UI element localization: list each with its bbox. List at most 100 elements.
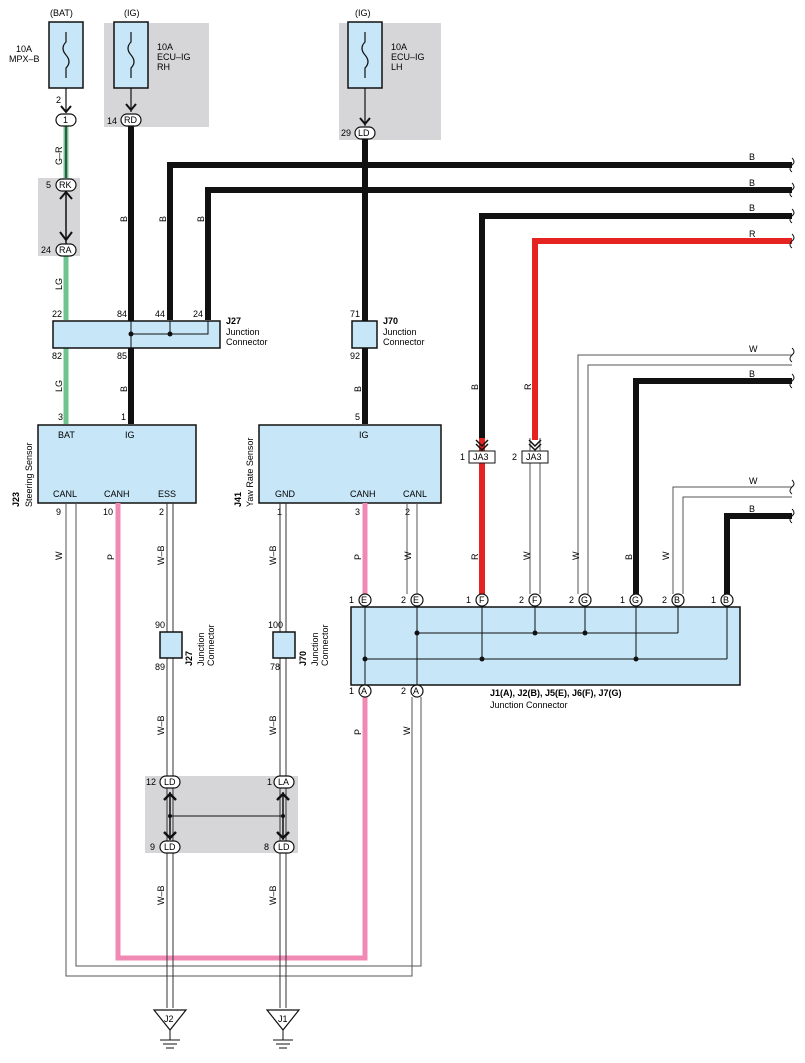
svg-text:E: E (361, 595, 367, 605)
svg-text:Connector: Connector (226, 337, 268, 347)
svg-text:P: P (106, 554, 116, 560)
svg-text:1: 1 (267, 777, 272, 787)
svg-text:B: B (749, 178, 755, 188)
svg-text:B: B (624, 554, 634, 560)
junction-connector-j1-j7: J1(A), J2(B), J5(E), J6(F), J7(G) Juncti… (350, 606, 741, 710)
svg-text:Connector: Connector (383, 337, 425, 347)
svg-text:LD: LD (358, 128, 370, 138)
svg-text:8: 8 (264, 842, 269, 852)
svg-text:W–B: W–B (156, 545, 166, 565)
svg-text:B: B (119, 386, 129, 392)
svg-text:J23: J23 (11, 492, 21, 507)
svg-text:B: B (749, 369, 755, 379)
svg-text:P: P (353, 554, 363, 560)
svg-text:CANH: CANH (104, 489, 130, 499)
svg-text:24: 24 (193, 309, 203, 319)
svg-text:3: 3 (355, 507, 360, 517)
connector-bat-1: 1 (55, 113, 77, 127)
svg-text:2: 2 (401, 595, 406, 605)
svg-text:29: 29 (341, 128, 351, 138)
svg-text:9: 9 (150, 842, 155, 852)
svg-text:J27: J27 (226, 316, 241, 326)
wire-b-b (724, 513, 792, 594)
svg-text:B: B (353, 386, 363, 392)
svg-text:9: 9 (56, 507, 61, 517)
fuse-rating: 10A (16, 44, 32, 54)
svg-text:RD: RD (124, 115, 137, 125)
svg-text:J1(A), J2(B), J5(E), J6(F), J7: J1(A), J2(B), J5(E), J6(F), J7(G) (490, 688, 622, 698)
svg-text:W–B: W–B (268, 545, 278, 565)
svg-text:W–B: W–B (156, 715, 166, 735)
junction-connector-j70-top: 71 92 J70 Junction Connector (350, 309, 425, 361)
svg-text:A: A (361, 686, 367, 696)
svg-text:IG: IG (125, 430, 135, 440)
fuse-name: ECU–IG (157, 52, 191, 62)
svg-text:W: W (403, 551, 413, 560)
svg-text:Yaw Rate Sensor: Yaw Rate Sensor (245, 438, 255, 507)
svg-text:12: 12 (146, 777, 156, 787)
connector-ja3-1: JA3 1 (460, 439, 496, 464)
svg-text:2: 2 (405, 507, 410, 517)
svg-text:JA3: JA3 (526, 452, 542, 462)
svg-text:LA: LA (278, 777, 289, 787)
fuse-rating: 10A (157, 42, 173, 52)
svg-text:90: 90 (155, 620, 165, 630)
svg-text:1: 1 (466, 595, 471, 605)
wire-b-24 (205, 187, 792, 320)
svg-text:J1: J1 (278, 1014, 288, 1024)
svg-text:W–B: W–B (268, 715, 278, 735)
j-box-bottom-pins: 1 A 2 A (349, 684, 424, 698)
svg-text:Junction: Junction (196, 632, 206, 666)
svg-text:G: G (632, 595, 639, 605)
svg-text:CANL: CANL (403, 489, 427, 499)
connector-rd: 14 RD (107, 113, 142, 127)
ground-splice: 12 LD 1 LA 9 LD 8 LD (146, 775, 295, 854)
fuse-name: MPX–B (9, 54, 40, 64)
svg-text:R: R (523, 383, 533, 390)
rk-ra-shade (38, 178, 80, 256)
svg-text:1: 1 (63, 115, 68, 125)
svg-text:89: 89 (155, 662, 165, 672)
fuse-name: ECU–IG (391, 52, 425, 62)
svg-text:85: 85 (117, 351, 127, 361)
svg-text:W: W (522, 551, 532, 560)
svg-text:Connector: Connector (320, 624, 330, 666)
svg-text:F: F (479, 595, 485, 605)
svg-text:5: 5 (46, 180, 51, 190)
svg-text:W: W (571, 551, 581, 560)
junction-connector-j27-top: 22 84 44 24 82 85 J27 Junction Connector (52, 309, 268, 361)
svg-text:B: B (749, 203, 755, 213)
svg-text:W: W (749, 344, 758, 354)
fuse-rating: 10A (391, 42, 407, 52)
svg-text:Junction: Junction (310, 632, 320, 666)
svg-text:2: 2 (159, 507, 164, 517)
fuse-ecu-ig-rh: (IG) 10A ECU–IG RH (113, 8, 191, 89)
ground-j1: J1 (265, 1009, 301, 1049)
svg-text:B: B (749, 504, 755, 514)
svg-text:W: W (402, 726, 412, 735)
svg-text:B: B (470, 384, 480, 390)
svg-text:R: R (749, 229, 756, 239)
wire-b-ja3 (479, 213, 792, 440)
svg-text:5: 5 (355, 412, 360, 422)
connector-ja3-2: JA3 2 (512, 439, 549, 464)
svg-text:2: 2 (519, 595, 524, 605)
svg-text:100: 100 (268, 620, 283, 630)
connector-rk: 5 RK (46, 178, 77, 192)
svg-text:IG: IG (359, 430, 369, 440)
junction-connector-j70-bottom: 100 78 J70 Junction Connector (268, 620, 330, 672)
svg-text:LD: LD (278, 842, 290, 852)
wire-label-lg: LG (54, 278, 64, 290)
svg-text:2: 2 (569, 595, 574, 605)
svg-text:B: B (158, 216, 168, 222)
svg-text:2: 2 (401, 686, 406, 696)
junction-connector-j27-bottom: 90 89 J27 Junction Connector (155, 620, 216, 672)
svg-text:Junction: Junction (226, 327, 260, 337)
svg-text:22: 22 (52, 309, 62, 319)
svg-text:14: 14 (107, 116, 117, 126)
svg-text:B: B (196, 216, 206, 222)
svg-text:1: 1 (349, 595, 354, 605)
svg-text:Connector: Connector (206, 624, 216, 666)
svg-text:P: P (353, 729, 363, 735)
svg-text:F: F (532, 595, 538, 605)
